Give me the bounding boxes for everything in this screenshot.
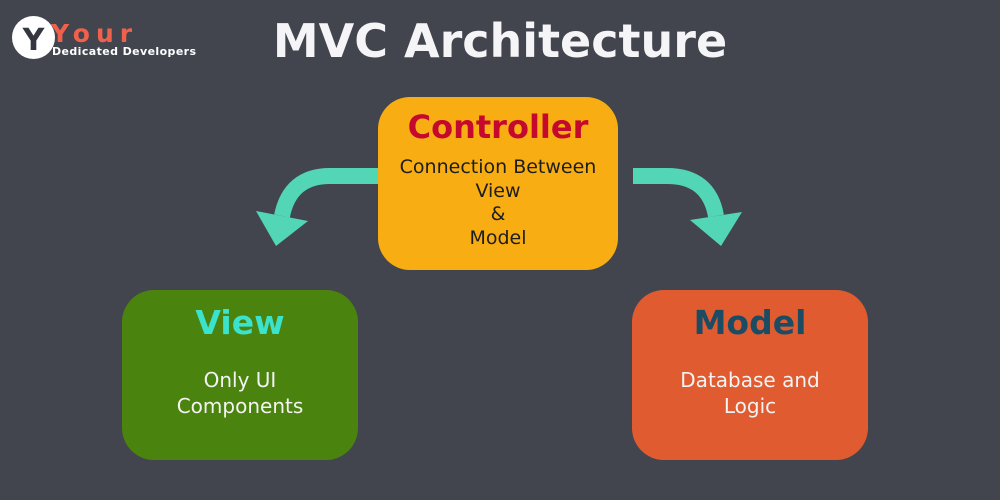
controller-body-line: &: [490, 203, 506, 226]
logo: Y: [12, 16, 55, 59]
logo-tagline: Dedicated Developers: [52, 45, 197, 58]
model-body-line: Logic: [723, 394, 777, 419]
controller-body-line: Model: [469, 226, 527, 249]
curved-arrow-down-left-icon: [256, 168, 378, 246]
curved-arrow-down-right-icon: [633, 168, 742, 246]
controller-box: Controller Connection Between View & Mod…: [378, 97, 618, 270]
model-box-title: Model: [693, 303, 807, 342]
controller-body-line: View: [475, 179, 521, 202]
view-body-line: Components: [176, 394, 304, 419]
controller-box-title: Controller: [407, 108, 589, 146]
view-body-line: Only UI: [203, 368, 277, 393]
view-box-title: View: [195, 303, 285, 342]
controller-body-line: Connection Between: [399, 156, 597, 179]
page-title: MVC Architecture: [272, 14, 728, 68]
controller-box-body: Connection Between View & Model: [400, 156, 597, 250]
logo-name: Your: [51, 19, 139, 48]
logo-y-icon: Y: [22, 22, 45, 58]
model-box-body: Database and Logic: [680, 367, 819, 419]
model-body-line: Database and: [680, 368, 820, 393]
view-box: View Only UI Components: [122, 290, 358, 460]
model-box: Model Database and Logic: [632, 290, 868, 460]
view-box-body: Only UI Components: [177, 367, 304, 419]
